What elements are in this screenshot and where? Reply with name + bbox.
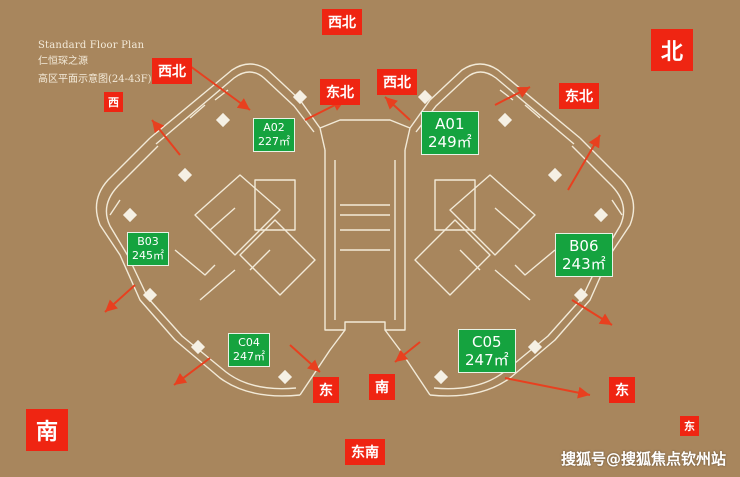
unit-b06: B06 243㎡ (555, 233, 613, 277)
unit-c05-area: 247㎡ (465, 351, 509, 369)
unit-b03-code: B03 (137, 235, 159, 248)
plan-title-cn-line1: 仁恒琛之源 (38, 56, 88, 67)
direction-east-small: 东 (680, 416, 699, 436)
unit-c04-code: C04 (238, 336, 260, 349)
unit-a01: A01 249㎡ (421, 111, 479, 155)
arrow-sw-left (104, 284, 136, 313)
unit-c04-area: 247㎡ (233, 350, 265, 363)
arrow-se-left (289, 344, 321, 373)
arrow-south-center (394, 341, 421, 363)
arrow-ne-far (567, 134, 601, 191)
unit-b03-area: 245㎡ (132, 249, 164, 262)
direction-northwest-left: 西北 (152, 58, 192, 84)
direction-northeast-center: 东北 (320, 79, 360, 105)
unit-b06-code: B06 (569, 237, 599, 255)
unit-c05: C05 247㎡ (458, 329, 516, 373)
structural-columns (122, 89, 609, 385)
direction-northwest-top: 西北 (322, 9, 362, 35)
unit-a02: A02 227㎡ (253, 118, 295, 152)
direction-south-bottom: 南 (369, 374, 395, 400)
direction-southeast-bottom: 东南 (345, 439, 385, 465)
direction-northeast-right: 东北 (559, 83, 599, 109)
arrow-nw-center (384, 96, 411, 121)
arrow-nw-inward (189, 65, 251, 111)
building-outline (95, 63, 635, 397)
direction-east-bottom-right: 东 (609, 377, 635, 403)
arrow-sw-bottom (173, 357, 211, 386)
arrow-nw (151, 119, 181, 156)
arrow-se-right (571, 299, 613, 326)
direction-south-corner: 南 (26, 409, 68, 451)
plan-title-block: Standard Floor Plan 仁恒琛之源 高区平面示意图(24-43F… (38, 40, 152, 87)
direction-north-corner: 北 (651, 29, 693, 71)
orientation-arrows (104, 65, 613, 399)
direction-east-bottom-left: 东 (313, 377, 339, 403)
unit-a02-code: A02 (263, 121, 285, 134)
direction-northwest-center: 西北 (377, 69, 417, 95)
unit-a01-code: A01 (435, 115, 465, 133)
direction-west-small: 西 (104, 92, 123, 112)
unit-c04: C04 247㎡ (228, 333, 270, 367)
source-watermark: 搜狐号@搜狐焦点钦州站 (560, 450, 726, 468)
plan-title-en: Standard Floor Plan (38, 40, 145, 51)
arrow-se-bottom (504, 377, 591, 399)
arrow-ne-right (494, 86, 531, 106)
unit-b06-area: 243㎡ (562, 255, 606, 273)
unit-a02-area: 227㎡ (258, 135, 290, 148)
unit-c05-code: C05 (472, 333, 502, 351)
plan-title-cn-line2: 高区平面示意图(24-43F) (38, 74, 152, 85)
unit-b03: B03 245㎡ (127, 232, 169, 266)
unit-a01-area: 249㎡ (428, 133, 472, 151)
